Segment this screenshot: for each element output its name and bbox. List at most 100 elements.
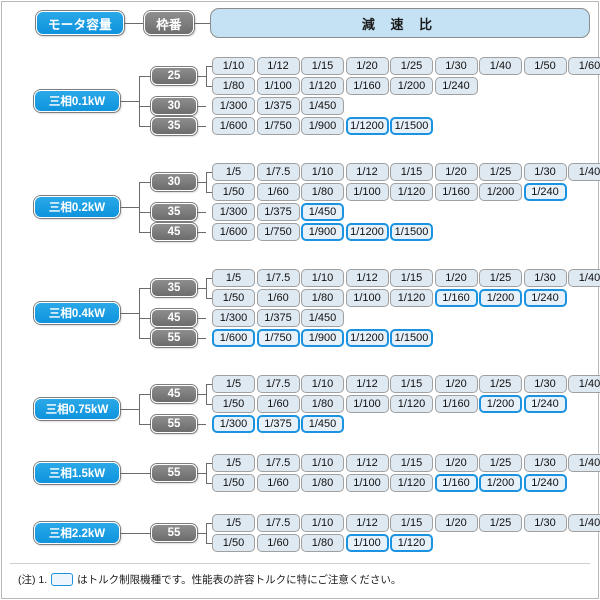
frame-number-pill[interactable]: 35 xyxy=(151,203,197,221)
ratio-chip[interactable]: 1/40 xyxy=(568,163,600,181)
ratio-chip[interactable]: 1/15 xyxy=(390,514,433,532)
ratio-chip[interactable]: 1/100 xyxy=(345,534,389,552)
ratio-chip[interactable]: 1/450 xyxy=(301,97,344,115)
ratio-chip[interactable]: 1/60 xyxy=(568,57,600,75)
ratio-chip[interactable]: 1/12 xyxy=(345,269,389,287)
ratio-chip[interactable]: 1/25 xyxy=(479,163,522,181)
frame-number-pill[interactable]: 35 xyxy=(151,279,197,297)
ratio-chip[interactable]: 1/5 xyxy=(212,269,255,287)
ratio-chip[interactable]: 1/900 xyxy=(301,329,344,347)
ratio-chip[interactable]: 1/20 xyxy=(345,57,389,75)
ratio-chip[interactable]: 1/7.5 xyxy=(256,269,300,287)
ratio-chip[interactable]: 1/1500 xyxy=(390,117,433,135)
ratio-chip[interactable]: 1/5 xyxy=(212,454,255,472)
ratio-chip[interactable]: 1/30 xyxy=(523,269,567,287)
ratio-chip[interactable]: 1/80 xyxy=(301,395,344,413)
ratio-chip[interactable]: 1/375 xyxy=(256,415,300,433)
motor-capacity-pill[interactable]: 三相2.2kW xyxy=(34,522,120,544)
ratio-chip[interactable]: 1/80 xyxy=(301,474,344,492)
ratio-chip[interactable]: 1/300 xyxy=(212,203,255,221)
motor-capacity-pill[interactable]: 三相0.2kW xyxy=(34,196,120,218)
ratio-chip[interactable]: 1/40 xyxy=(479,57,522,75)
ratio-chip[interactable]: 1/1200 xyxy=(345,329,389,347)
ratio-chip[interactable]: 1/750 xyxy=(256,329,300,347)
ratio-chip[interactable]: 1/20 xyxy=(434,454,478,472)
frame-number-pill[interactable]: 35 xyxy=(151,117,197,135)
ratio-chip[interactable]: 1/80 xyxy=(301,289,344,307)
ratio-chip[interactable]: 1/10 xyxy=(301,454,344,472)
ratio-chip[interactable]: 1/40 xyxy=(568,454,600,472)
ratio-chip[interactable]: 1/12 xyxy=(345,514,389,532)
ratio-chip[interactable]: 1/200 xyxy=(479,183,522,201)
frame-number-pill[interactable]: 55 xyxy=(151,464,197,482)
ratio-chip[interactable]: 1/12 xyxy=(345,163,389,181)
ratio-chip[interactable]: 1/40 xyxy=(568,269,600,287)
ratio-chip[interactable]: 1/200 xyxy=(479,474,522,492)
ratio-chip[interactable]: 1/900 xyxy=(301,117,344,135)
ratio-chip[interactable]: 1/600 xyxy=(212,117,255,135)
ratio-chip[interactable]: 1/10 xyxy=(301,514,344,532)
ratio-chip[interactable]: 1/1500 xyxy=(390,223,433,241)
ratio-chip[interactable]: 1/375 xyxy=(256,203,300,221)
ratio-chip[interactable]: 1/7.5 xyxy=(256,375,300,393)
ratio-chip[interactable]: 1/40 xyxy=(568,514,600,532)
ratio-chip[interactable]: 1/15 xyxy=(390,454,433,472)
ratio-chip[interactable]: 1/160 xyxy=(434,289,478,307)
ratio-chip[interactable]: 1/50 xyxy=(212,534,255,552)
ratio-chip[interactable]: 1/160 xyxy=(345,77,389,95)
frame-number-pill[interactable]: 45 xyxy=(151,385,197,403)
frame-number-pill[interactable]: 55 xyxy=(151,415,197,433)
ratio-chip[interactable]: 1/375 xyxy=(256,97,300,115)
frame-number-pill[interactable]: 55 xyxy=(151,329,197,347)
motor-capacity-pill[interactable]: 三相0.4kW xyxy=(34,302,120,324)
ratio-chip[interactable]: 1/10 xyxy=(301,269,344,287)
ratio-chip[interactable]: 1/50 xyxy=(212,395,255,413)
ratio-chip[interactable]: 1/20 xyxy=(434,269,478,287)
ratio-chip[interactable]: 1/1500 xyxy=(390,329,433,347)
ratio-chip[interactable]: 1/120 xyxy=(390,534,433,552)
ratio-chip[interactable]: 1/160 xyxy=(434,183,478,201)
ratio-chip[interactable]: 1/30 xyxy=(523,514,567,532)
ratio-chip[interactable]: 1/25 xyxy=(479,375,522,393)
ratio-chip[interactable]: 1/120 xyxy=(301,77,344,95)
ratio-chip[interactable]: 1/30 xyxy=(434,57,478,75)
ratio-chip[interactable]: 1/240 xyxy=(523,395,567,413)
ratio-chip[interactable]: 1/15 xyxy=(301,57,344,75)
ratio-chip[interactable]: 1/30 xyxy=(523,454,567,472)
ratio-chip[interactable]: 1/60 xyxy=(256,289,300,307)
ratio-chip[interactable]: 1/600 xyxy=(212,329,255,347)
ratio-chip[interactable]: 1/100 xyxy=(256,77,300,95)
ratio-chip[interactable]: 1/100 xyxy=(345,474,389,492)
ratio-chip[interactable]: 1/200 xyxy=(390,77,433,95)
ratio-chip[interactable]: 1/450 xyxy=(301,203,344,221)
ratio-chip[interactable]: 1/375 xyxy=(256,309,300,327)
ratio-chip[interactable]: 1/5 xyxy=(212,163,255,181)
ratio-chip[interactable]: 1/50 xyxy=(523,57,567,75)
ratio-chip[interactable]: 1/15 xyxy=(390,269,433,287)
ratio-chip[interactable]: 1/60 xyxy=(256,395,300,413)
ratio-chip[interactable]: 1/160 xyxy=(434,395,478,413)
frame-number-pill[interactable]: 30 xyxy=(151,97,197,115)
ratio-chip[interactable]: 1/100 xyxy=(345,183,389,201)
ratio-chip[interactable]: 1/7.5 xyxy=(256,514,300,532)
ratio-chip[interactable]: 1/1200 xyxy=(345,117,389,135)
ratio-chip[interactable]: 1/15 xyxy=(390,163,433,181)
ratio-chip[interactable]: 1/7.5 xyxy=(256,163,300,181)
ratio-chip[interactable]: 1/80 xyxy=(212,77,255,95)
ratio-chip[interactable]: 1/7.5 xyxy=(256,454,300,472)
ratio-chip[interactable]: 1/750 xyxy=(256,117,300,135)
ratio-chip[interactable]: 1/10 xyxy=(212,57,255,75)
ratio-chip[interactable]: 1/900 xyxy=(301,223,344,241)
frame-number-pill[interactable]: 45 xyxy=(151,223,197,241)
ratio-chip[interactable]: 1/60 xyxy=(256,534,300,552)
ratio-chip[interactable]: 1/300 xyxy=(212,309,255,327)
ratio-chip[interactable]: 1/160 xyxy=(434,474,478,492)
ratio-chip[interactable]: 1/20 xyxy=(434,514,478,532)
ratio-chip[interactable]: 1/240 xyxy=(434,77,478,95)
ratio-chip[interactable]: 1/80 xyxy=(301,183,344,201)
ratio-chip[interactable]: 1/50 xyxy=(212,183,255,201)
ratio-chip[interactable]: 1/120 xyxy=(390,183,433,201)
motor-capacity-pill[interactable]: 三相1.5kW xyxy=(34,462,120,484)
ratio-chip[interactable]: 1/120 xyxy=(390,289,433,307)
ratio-chip[interactable]: 1/25 xyxy=(479,514,522,532)
